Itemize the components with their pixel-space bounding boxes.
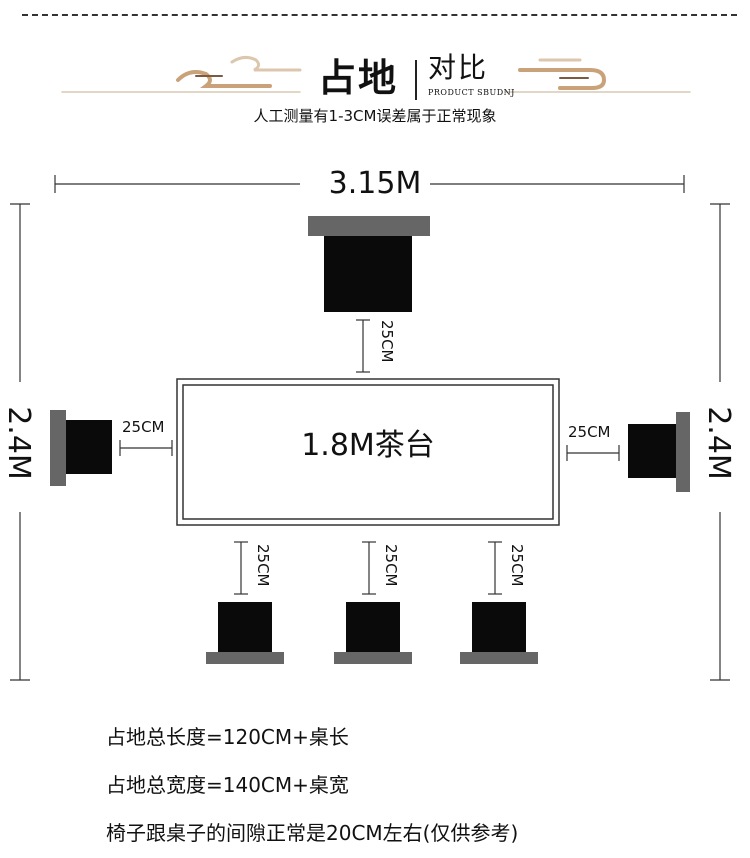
gap-line-bottom-2 bbox=[362, 541, 376, 595]
top-dashed-divider bbox=[22, 14, 737, 16]
chair-top bbox=[308, 216, 430, 312]
gap-line-bottom-3 bbox=[488, 541, 502, 595]
chair-right bbox=[628, 412, 690, 492]
tea-table bbox=[176, 378, 560, 526]
gap-line-top bbox=[356, 319, 370, 373]
title-sub: 对比 bbox=[428, 51, 489, 84]
chair-left bbox=[50, 410, 112, 486]
right-height-dimension-line bbox=[710, 203, 730, 681]
title-separator bbox=[415, 60, 417, 100]
note-line-1: 占地总长度=120CM+桌长 bbox=[106, 725, 349, 749]
note-line-2: 占地总宽度=140CM+桌宽 bbox=[106, 773, 349, 797]
chair-bottom-2 bbox=[334, 602, 412, 664]
chair-bottom-1 bbox=[206, 602, 284, 664]
left-height-dimension-line bbox=[10, 203, 30, 681]
gap-label-bottom-3: 25CM bbox=[508, 544, 526, 587]
gap-label-right: 25CM bbox=[568, 423, 611, 441]
height-label-right: 2.4M bbox=[701, 406, 736, 480]
chair-bottom-3 bbox=[460, 602, 538, 664]
width-dimension-line bbox=[54, 175, 685, 193]
table-label: 1.8M茶台 bbox=[301, 428, 435, 463]
gap-label-top: 25CM bbox=[378, 320, 396, 363]
width-label: 3.15M bbox=[328, 166, 422, 201]
left-cloud-ornament bbox=[61, 55, 302, 93]
subtitle: 人工测量有1-3CM误差属于正常现象 bbox=[253, 107, 497, 125]
gap-line-right bbox=[566, 445, 620, 461]
right-cloud-ornament bbox=[504, 58, 691, 93]
title-english: PRODUCT SBUDNJ bbox=[428, 88, 515, 97]
title-main: 占地 bbox=[318, 55, 399, 100]
gap-label-left: 25CM bbox=[122, 418, 165, 436]
gap-label-bottom-2: 25CM bbox=[382, 544, 400, 587]
gap-line-bottom-1 bbox=[234, 541, 248, 595]
height-label-left: 2.4M bbox=[1, 406, 36, 480]
gap-line-left bbox=[119, 440, 173, 456]
gap-label-bottom-1: 25CM bbox=[254, 544, 272, 587]
note-line-3: 椅子跟桌子的间隙正常是20CM左右(仅供参考) bbox=[106, 821, 519, 845]
